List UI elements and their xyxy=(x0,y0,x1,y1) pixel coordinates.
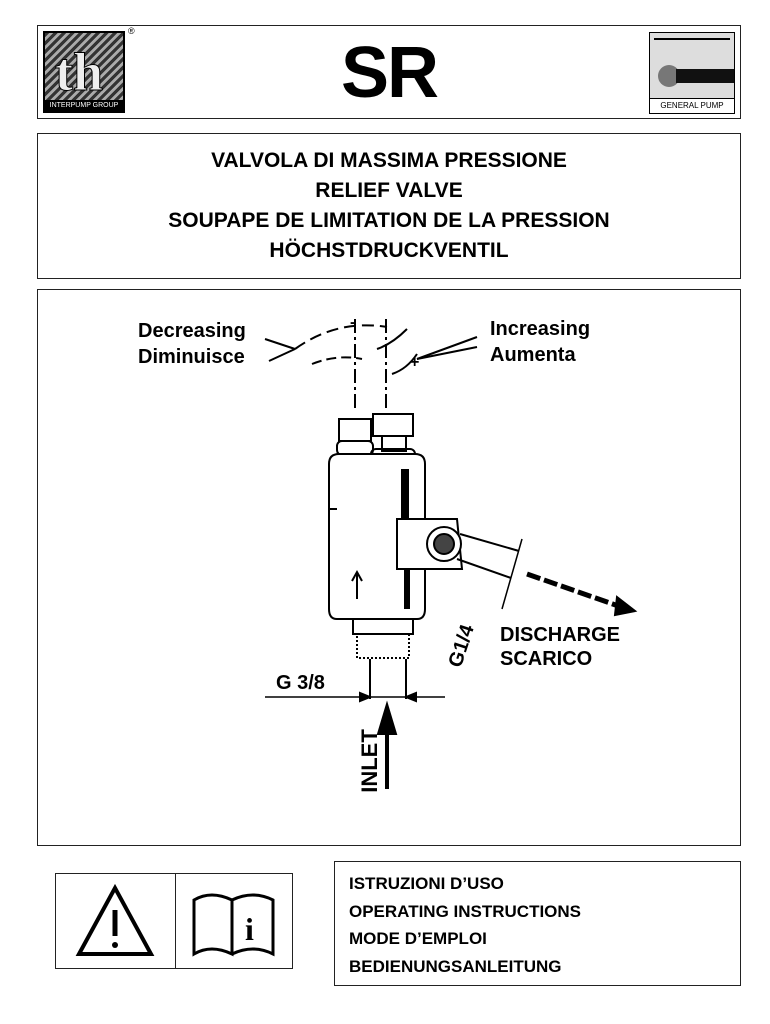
instructions-en: OPERATING INSTRUCTIONS xyxy=(349,901,582,921)
increasing-label: Increasing xyxy=(490,318,591,340)
title-box: VALVOLA DI MASSIMA PRESSIONE RELIEF VALV… xyxy=(37,133,741,279)
trademark: ® xyxy=(128,26,135,36)
scarico-label: SCARICO xyxy=(500,648,593,670)
valve-drawing: Decreasing Diminuisce Increasing Aumenta… xyxy=(37,289,741,846)
general-pump-logo: GENERAL PUMP xyxy=(649,32,735,114)
title-de: HÖCHSTDRUCKVENTIL xyxy=(269,239,509,262)
title-it: VALVOLA DI MASSIMA PRESSIONE xyxy=(211,149,567,172)
manual-info-icon: i xyxy=(176,874,293,968)
instructions-fr: MODE D’EMPLOI xyxy=(349,929,487,948)
diminuisce-label: Diminuisce xyxy=(138,346,245,368)
header: th INTERPUMP GROUP ® SR GENERAL PUMP xyxy=(37,25,741,119)
warning-icon xyxy=(56,874,176,968)
inlet-label: INLET xyxy=(356,729,382,793)
product-code: SR xyxy=(340,33,439,113)
relief-valve-illustration xyxy=(264,319,638,789)
decreasing-label: Decreasing xyxy=(138,320,246,342)
title-en: RELIEF VALVE xyxy=(315,179,463,202)
symbols-box: i xyxy=(55,873,293,969)
aumenta-label: Aumenta xyxy=(490,344,576,366)
instructions-de: BEDIENUNGSANLEITUNG xyxy=(349,956,562,976)
g38-label: G 3/8 xyxy=(276,672,325,694)
instructions-box: ISTRUZIONI D’USO OPERATING INSTRUCTIONS … xyxy=(334,861,741,986)
minus-sign: - xyxy=(350,314,356,331)
instructions-it: ISTRUZIONI D’USO xyxy=(349,874,504,893)
plus-sign: + xyxy=(410,354,420,371)
svg-text:i: i xyxy=(245,911,254,947)
interpump-logo: th INTERPUMP GROUP xyxy=(43,31,125,113)
discharge-label: DISCHARGE xyxy=(500,624,621,646)
title-fr: SOUPAPE DE LIMITATION DE LA PRESSION xyxy=(168,209,610,232)
